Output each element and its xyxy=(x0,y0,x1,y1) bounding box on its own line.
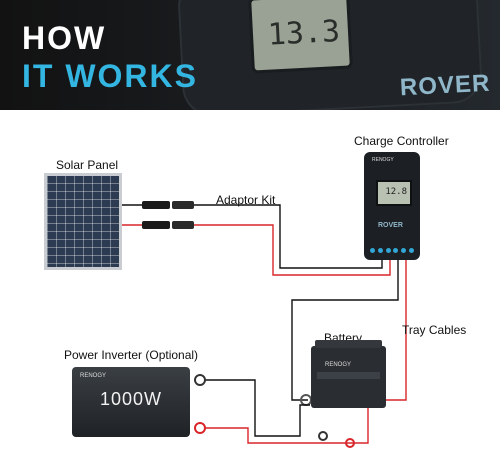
solar-panel-image xyxy=(44,173,122,270)
label-solar-panel: Solar Panel xyxy=(56,158,119,172)
headline-line-1: HOW xyxy=(22,20,107,56)
battery-label-strip xyxy=(317,372,380,379)
label-charge-controller: Charge Controller xyxy=(354,134,449,148)
battery-image: RENOGY xyxy=(311,340,386,408)
wire-adaptor-red xyxy=(194,224,391,276)
label-adaptor-kit: Adaptor Kit xyxy=(216,193,276,207)
controller-terminals xyxy=(370,248,414,256)
tray-cable-red xyxy=(385,258,407,401)
inverter-lug-pos xyxy=(194,422,206,434)
charge-controller-image: RENOGY 12.8 ROVER xyxy=(364,152,420,260)
controller-screen: 12.8 xyxy=(376,180,412,206)
ring-lug-1 xyxy=(318,431,328,441)
inverter-cable-black xyxy=(205,379,310,437)
controller-reading: 12.8 xyxy=(385,187,407,197)
mc4-connector-4 xyxy=(172,221,194,229)
tray-cable-black xyxy=(291,258,399,401)
headline-line-2: IT WORKS xyxy=(22,58,198,94)
inverter-logo: RENOGY xyxy=(80,373,107,379)
label-power-inverter: Power Inverter (Optional) xyxy=(64,348,199,362)
wire-adaptor-black xyxy=(194,204,383,269)
inverter-cable-red xyxy=(205,406,369,444)
controller-model: ROVER xyxy=(378,222,403,229)
power-inverter-image: RENOGY 1000W xyxy=(72,367,190,437)
mc4-connector-1 xyxy=(142,201,170,209)
header-banner: 13.3 ROVER HOW IT WORKS xyxy=(0,0,500,110)
inverter-wattage: 1000W xyxy=(99,389,163,409)
battery-lid xyxy=(315,340,382,348)
controller-logo: RENOGY xyxy=(372,157,394,163)
label-tray-cables: Tray Cables xyxy=(402,323,467,337)
mc4-connector-2 xyxy=(142,221,170,229)
mc4-connector-3 xyxy=(172,201,194,209)
battery-logo: RENOGY xyxy=(325,362,352,368)
inverter-lug-neg xyxy=(194,374,206,386)
ring-lug-2 xyxy=(345,438,355,448)
